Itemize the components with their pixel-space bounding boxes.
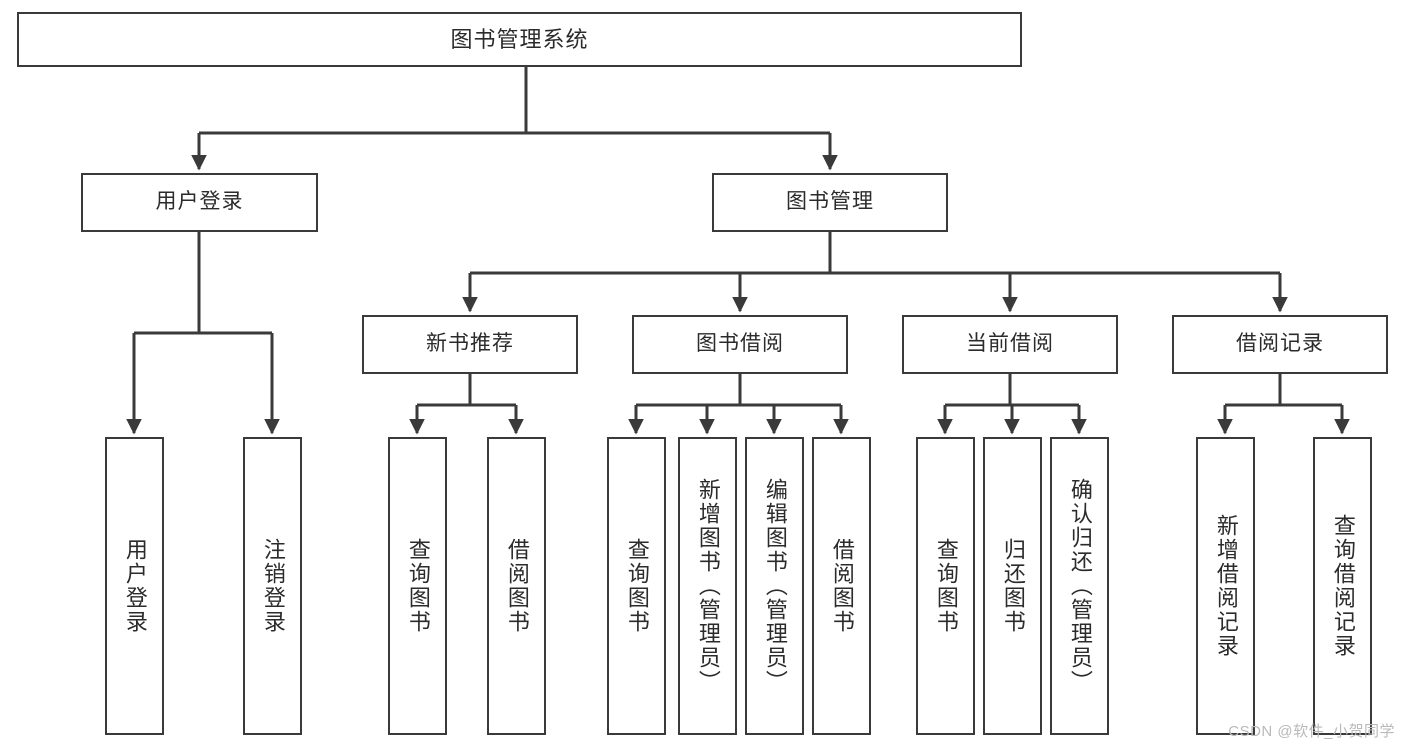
node-leaf-query-book-1[interactable]: 查询图书 [388,437,447,735]
node-leaf-query-book-1-label: 查询图书 [405,538,431,634]
node-book-borrow[interactable]: 图书借阅 [632,315,848,374]
node-user-login[interactable]: 用户登录 [81,173,318,232]
node-root-label: 图书管理系统 [450,26,589,52]
node-user-login-label: 用户登录 [155,190,244,214]
node-leaf-query-book-3[interactable]: 查询图书 [916,437,975,735]
node-book-manage-label: 图书管理 [786,190,874,214]
node-leaf-add-record-label: 新增借阅记录 [1213,514,1239,658]
node-new-book-rec-label: 新书推荐 [426,332,514,356]
node-leaf-borrow-book-2[interactable]: 借阅图书 [812,437,871,735]
node-root[interactable]: 图书管理系统 [17,12,1022,67]
node-leaf-user-login-label: 用户登录 [122,538,148,634]
node-book-manage[interactable]: 图书管理 [712,173,948,232]
node-leaf-edit-book-label: 编辑图书（管理员） [762,478,788,694]
node-leaf-borrow-book-1-label: 借阅图书 [504,538,530,634]
node-leaf-query-record[interactable]: 查询借阅记录 [1313,437,1372,735]
node-leaf-add-record[interactable]: 新增借阅记录 [1196,437,1255,735]
node-leaf-logout[interactable]: 注销登录 [243,437,302,735]
node-current-borrow[interactable]: 当前借阅 [902,315,1118,374]
node-borrow-record-label: 借阅记录 [1236,332,1324,356]
node-current-borrow-label: 当前借阅 [966,332,1054,356]
node-leaf-return-book-label: 归还图书 [1000,538,1026,634]
node-leaf-add-book-label: 新增图书（管理员） [695,478,721,694]
node-leaf-logout-label: 注销登录 [260,538,286,634]
node-leaf-confirm-return-label: 确认归还（管理员） [1067,478,1093,694]
node-leaf-user-login[interactable]: 用户登录 [105,437,164,735]
node-leaf-edit-book[interactable]: 编辑图书（管理员） [745,437,804,735]
node-borrow-record[interactable]: 借阅记录 [1172,315,1388,374]
node-leaf-return-book[interactable]: 归还图书 [983,437,1042,735]
node-leaf-query-book-3-label: 查询图书 [933,538,959,634]
node-leaf-query-book-2[interactable]: 查询图书 [607,437,666,735]
node-book-borrow-label: 图书借阅 [696,332,784,356]
node-leaf-confirm-return[interactable]: 确认归还（管理员） [1050,437,1109,735]
node-leaf-borrow-book-1[interactable]: 借阅图书 [487,437,546,735]
node-leaf-borrow-book-2-label: 借阅图书 [829,538,855,634]
node-leaf-query-record-label: 查询借阅记录 [1330,514,1356,658]
node-leaf-add-book[interactable]: 新增图书（管理员） [678,437,737,735]
node-new-book-rec[interactable]: 新书推荐 [362,315,578,374]
node-leaf-query-book-2-label: 查询图书 [624,538,650,634]
